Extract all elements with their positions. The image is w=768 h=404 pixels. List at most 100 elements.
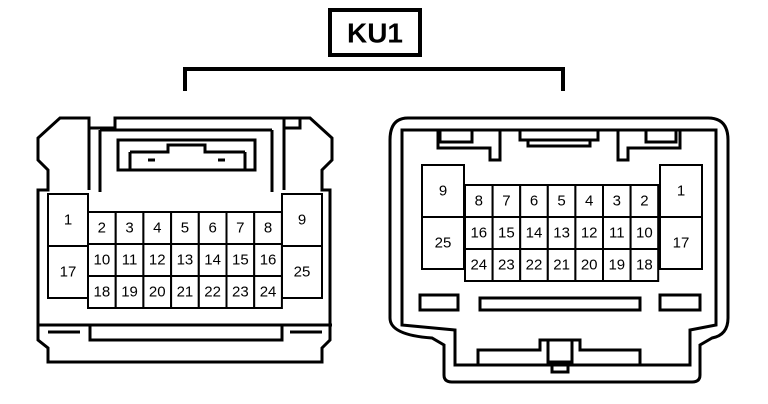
pin-number: 13 (553, 225, 570, 242)
pin-cell: 3 (602, 184, 632, 218)
right-pin-grid: 9 25 8 7 6 5 4 3 2 16 15 14 13 12 11 10 24 23 22 21 20 19 18 1 1… (421, 164, 703, 282)
pin-cell: 6 (197, 211, 228, 245)
pin-cell: 16 (253, 243, 283, 277)
view-bracket (183, 67, 565, 91)
pin-number: 9 (439, 183, 447, 200)
pin-cell: 8 (464, 184, 494, 218)
pin-cell: 4 (574, 184, 605, 218)
pin-cell: 20 (574, 248, 605, 282)
pin-number: 15 (498, 225, 515, 242)
pin-number: 21 (553, 257, 570, 274)
pin-number: 14 (526, 225, 543, 242)
pin-number: 23 (498, 257, 515, 274)
pin-number: 25 (435, 235, 452, 252)
pin-cell: 17 (47, 245, 89, 299)
pin-cell: 20 (142, 275, 173, 309)
pin-number: 17 (673, 235, 690, 252)
pin-number: 16 (470, 225, 487, 242)
pin-number: 11 (122, 252, 138, 269)
pin-cell: 1 (659, 164, 703, 218)
pin-number: 23 (232, 284, 249, 301)
pin-number: 11 (609, 225, 625, 242)
title-text: KU1 (347, 18, 403, 49)
pin-number: 8 (475, 193, 483, 210)
pin-number: 5 (181, 220, 189, 237)
left-connector (36, 116, 334, 364)
pin-cell: 25 (421, 216, 465, 270)
pin-cell: 6 (519, 184, 549, 218)
pin-number: 22 (526, 257, 543, 274)
title-label: KU1 (328, 8, 422, 57)
pin-cell: 19 (114, 275, 145, 309)
pin-cell: 2 (87, 211, 117, 245)
pin-cell: 11 (114, 243, 145, 277)
pin-cell: 7 (491, 184, 522, 218)
pin-number: 18 (94, 284, 111, 301)
pin-cell: 15 (225, 243, 256, 277)
pin-number: 10 (94, 252, 111, 269)
pin-number: 2 (640, 193, 648, 210)
pin-number: 7 (502, 193, 510, 210)
pin-cell: 12 (142, 243, 173, 277)
right-connector (388, 116, 730, 384)
pin-number: 15 (232, 252, 249, 269)
pin-cell: 19 (602, 248, 632, 282)
pin-number: 1 (677, 183, 685, 200)
pin-number: 5 (557, 193, 565, 210)
pin-number: 16 (260, 252, 277, 269)
pin-cell: 18 (629, 248, 660, 282)
pin-cell: 14 (519, 216, 549, 250)
pin-cell: 5 (170, 211, 200, 245)
pin-number: 18 (636, 257, 653, 274)
pin-cell: 4 (142, 211, 173, 245)
pin-number: 4 (153, 220, 161, 237)
pin-number: 24 (470, 257, 487, 274)
pin-cell: 13 (170, 243, 200, 277)
pin-cell: 8 (253, 211, 283, 245)
pin-cell: 25 (281, 245, 323, 299)
pin-number: 6 (208, 220, 216, 237)
pin-number: 12 (581, 225, 598, 242)
pin-number: 19 (121, 284, 138, 301)
pin-number: 6 (530, 193, 538, 210)
pin-number: 3 (125, 220, 133, 237)
pin-cell: 2 (629, 184, 660, 218)
pin-cell: 10 (87, 243, 117, 277)
pin-cell: 22 (519, 248, 549, 282)
pin-number: 1 (64, 212, 72, 229)
pin-number: 10 (636, 225, 653, 242)
pin-number: 20 (581, 257, 598, 274)
pin-cell: 3 (114, 211, 145, 245)
pin-number: 14 (204, 252, 221, 269)
pin-cell: 7 (225, 211, 256, 245)
pin-number: 20 (149, 284, 166, 301)
pin-number: 13 (177, 252, 194, 269)
pin-cell: 22 (197, 275, 228, 309)
pin-cell: 18 (87, 275, 117, 309)
pin-number: 22 (204, 284, 221, 301)
pin-number: 2 (98, 220, 106, 237)
pin-cell: 9 (421, 164, 465, 218)
pin-cell: 24 (464, 248, 494, 282)
pin-cell: 14 (197, 243, 228, 277)
pin-number: 17 (60, 264, 77, 281)
pin-cell: 23 (491, 248, 522, 282)
pin-number: 19 (608, 257, 625, 274)
pin-cell: 13 (546, 216, 577, 250)
pin-cell: 17 (659, 216, 703, 270)
pin-cell: 11 (602, 216, 632, 250)
pin-cell: 15 (491, 216, 522, 250)
pin-cell: 5 (546, 184, 577, 218)
pin-number: 9 (298, 212, 306, 229)
pin-number: 8 (264, 220, 272, 237)
pin-cell: 23 (225, 275, 256, 309)
pin-cell: 10 (629, 216, 660, 250)
pin-number: 4 (585, 193, 593, 210)
pin-cell: 21 (170, 275, 200, 309)
pin-number: 12 (149, 252, 166, 269)
pin-cell: 12 (574, 216, 605, 250)
pin-number: 3 (613, 193, 621, 210)
pin-number: 25 (294, 264, 311, 281)
